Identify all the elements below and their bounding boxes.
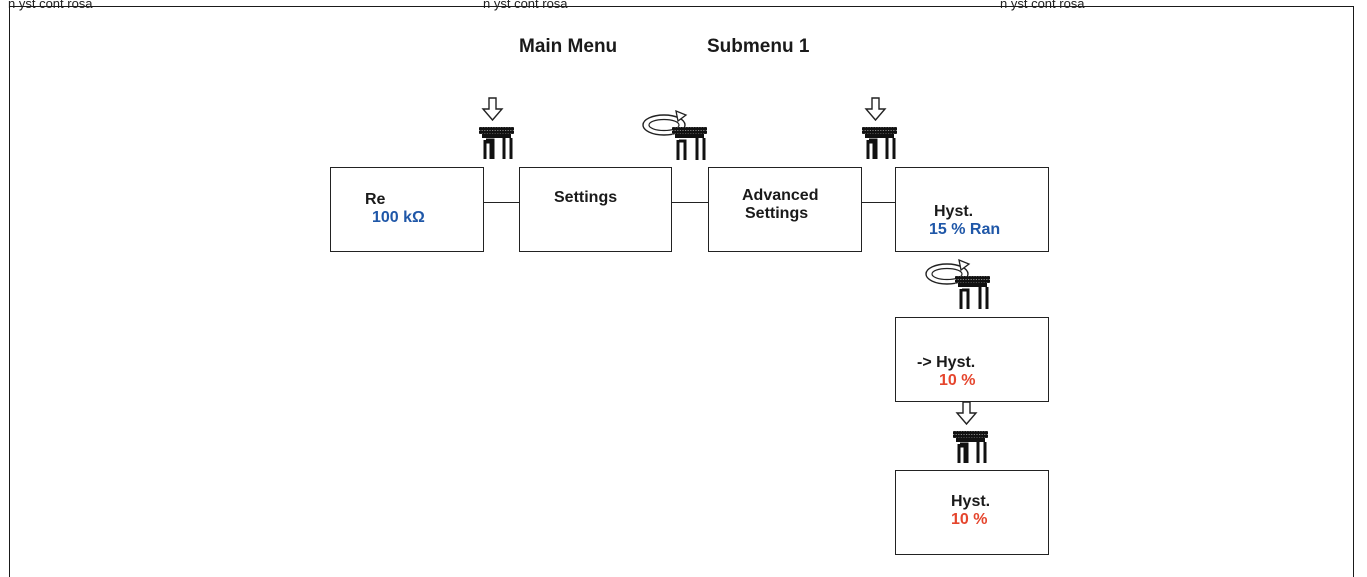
connector-re-settings bbox=[483, 202, 520, 203]
hyst-edit-value: 10 % bbox=[939, 372, 976, 389]
rotate-knob-icon bbox=[642, 109, 707, 160]
rotate-knob-icon bbox=[925, 258, 990, 309]
re-value: 100 kΩ bbox=[372, 209, 425, 226]
press-knob-icon bbox=[862, 97, 897, 159]
menu-box-re[interactable]: Re 100 kΩ bbox=[330, 167, 484, 252]
menu-box-settings[interactable]: Settings bbox=[519, 167, 672, 252]
connector-advanced-hyst bbox=[861, 202, 896, 203]
hyst-saved-label: Hyst. bbox=[951, 493, 991, 510]
menu-box-hyst-saved[interactable]: Hyst. 10 % bbox=[895, 470, 1049, 555]
submenu-heading: Submenu 1 bbox=[707, 36, 810, 57]
connector-settings-advanced bbox=[671, 202, 709, 203]
menu-box-advanced-settings[interactable]: Advanced Settings bbox=[708, 167, 862, 252]
advanced-settings-label-line1: Advanced bbox=[742, 187, 819, 204]
main-menu-heading: Main Menu bbox=[519, 36, 618, 57]
re-label: Re bbox=[365, 191, 386, 208]
top-strip-text-left: n yst cont rosa bbox=[8, 0, 93, 11]
diagram-frame bbox=[9, 6, 1354, 577]
hyst-edit-label: -> Hyst. bbox=[917, 354, 976, 371]
top-strip-text-right: n yst cont rosa bbox=[1000, 0, 1085, 11]
menu-box-hyst-current[interactable]: Hyst. 15 % Ran bbox=[895, 167, 1049, 252]
advanced-settings-label-line2: Settings bbox=[745, 205, 809, 222]
top-strip-text-middle: n yst cont rosa bbox=[483, 0, 568, 11]
press-knob-icon bbox=[479, 97, 514, 159]
hyst-saved-value: 10 % bbox=[951, 511, 988, 528]
menu-box-hyst-edit[interactable]: -> Hyst. 10 % bbox=[895, 317, 1049, 402]
settings-label: Settings bbox=[554, 189, 618, 206]
hyst-current-label: Hyst. bbox=[934, 203, 974, 220]
press-knob-icon bbox=[953, 401, 988, 463]
hyst-current-value: 15 % Ran bbox=[929, 221, 1001, 238]
